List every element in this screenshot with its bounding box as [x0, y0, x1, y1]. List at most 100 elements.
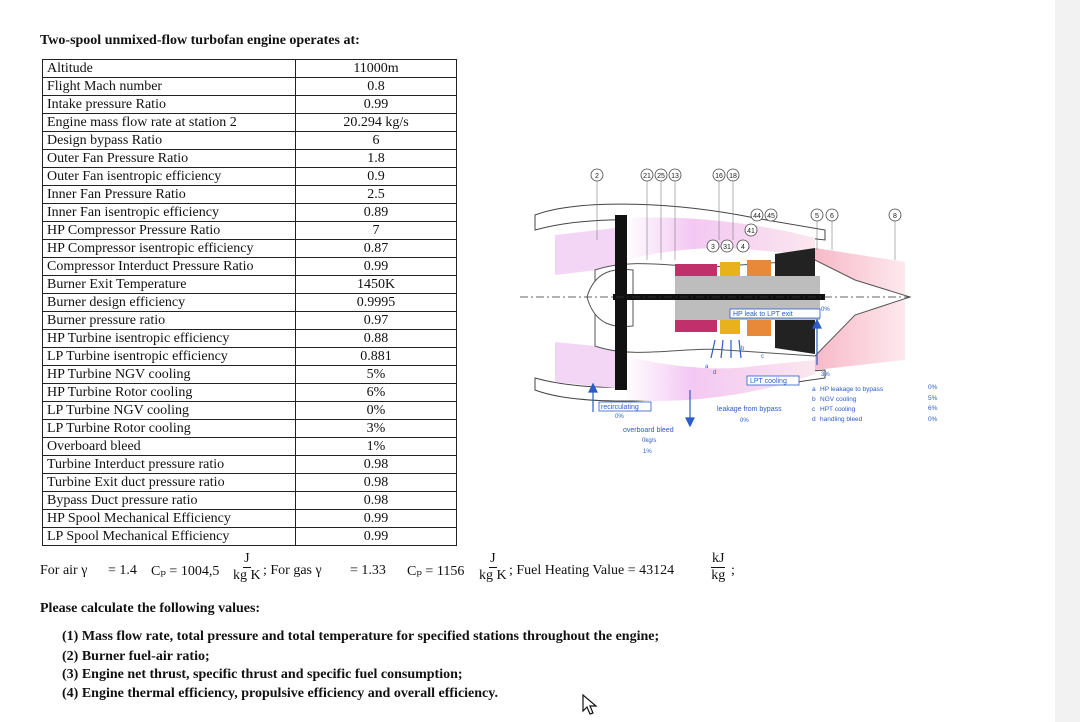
parameter-value: 7	[295, 221, 457, 240]
parameter-label: Outer Fan isentropic efficiency	[42, 167, 296, 186]
legend-c-value: 6%	[928, 405, 938, 412]
parameter-value: 0.98	[295, 473, 457, 492]
parameter-label: Compressor Interduct Pressure Ratio	[42, 257, 296, 276]
parameter-label: Intake pressure Ratio	[42, 95, 296, 114]
parameter-label: HP Turbine Rotor cooling	[42, 383, 296, 402]
station-3-label: 3	[711, 244, 715, 251]
parameter-label: Overboard bleed	[42, 437, 296, 456]
parameter-label: Engine mass flow rate at station 2	[42, 113, 296, 132]
recirculating-percent: 0%	[615, 414, 624, 420]
overboard-bleed-label: overboard bleed	[623, 427, 674, 434]
air-cp-unit-num: J	[243, 551, 251, 568]
station-31-label: 31	[723, 244, 731, 251]
gas-cp-unit-den: kg K	[479, 568, 507, 583]
fan-blade-lower	[615, 300, 627, 390]
fhv-unit: kJ kg	[711, 551, 726, 584]
page-scroll-margin	[1055, 0, 1080, 722]
parameter-label: Flight Mach number	[42, 77, 296, 96]
fhv-unit-den: kg	[711, 568, 726, 583]
parameter-value: 2.5	[295, 185, 457, 204]
station-6-label: 6	[830, 213, 834, 220]
parameter-value: 1.8	[295, 149, 457, 168]
lp-turbine-upper	[775, 248, 815, 276]
question-3: (3) Engine net thrust, specific thrust a…	[62, 667, 463, 682]
hp-leak-label: HP leak to LPT exit	[733, 311, 793, 318]
parameter-label: Burner pressure ratio	[42, 311, 296, 330]
station-2-label: 2	[595, 173, 599, 180]
formula-end: ;	[731, 563, 735, 578]
problem-title: Two-spool unmixed-flow turbofan engine o…	[40, 33, 360, 48]
parameter-label: Burner design efficiency	[42, 293, 296, 312]
station-markers	[590, 168, 902, 253]
bypass-leakage-label: leakage from bypass	[717, 406, 782, 413]
station-8-label: 8	[893, 213, 897, 220]
station-16-label: 16	[715, 173, 723, 180]
gas-properties-line: For air γ = 1.4 Cₚ = 1004,5 J kg K ; For…	[40, 548, 760, 592]
parameter-value: 3%	[295, 419, 457, 438]
station-18-label: 18	[729, 173, 737, 180]
parameter-label: HP Spool Mechanical Efficiency	[42, 509, 296, 528]
station-labels: 2 21 25 13 16 18 44 45 41 3 31 4 5 6 8	[595, 173, 897, 251]
station-25-label: 25	[657, 173, 665, 180]
recirculating-label: recirculating	[601, 404, 639, 411]
station-4-marker	[736, 239, 750, 253]
hp-leak-box	[729, 308, 821, 319]
lpt-cooling-percent: 3%	[821, 372, 830, 378]
air-cp-unit-den: kg K	[233, 568, 261, 583]
parameter-label: LP Turbine NGV cooling	[42, 401, 296, 420]
parameter-value: 0.87	[295, 239, 457, 258]
parameter-label: Outer Fan Pressure Ratio	[42, 149, 296, 168]
station-13-label: 13	[671, 173, 679, 180]
parameter-value: 1%	[295, 437, 457, 456]
parameter-value: 0.99	[295, 257, 457, 276]
legend-c-key: c	[812, 406, 816, 413]
hp-turbine-upper	[747, 260, 771, 276]
lpt-cooling-box	[746, 375, 800, 386]
legend-b-label: NGV cooling	[820, 396, 857, 403]
station-41-marker	[744, 223, 758, 237]
parameter-value: 11000m	[295, 59, 457, 78]
mouse-pointer-icon	[582, 694, 598, 715]
parameter-value: 5%	[295, 365, 457, 384]
lp-compressor-upper	[675, 264, 717, 276]
bleed-letter-c: c	[761, 354, 764, 360]
bleed-letters: a b c d	[705, 346, 764, 376]
bleed-flow-arrows	[588, 318, 822, 428]
hp-leak-percent: 0%	[821, 307, 830, 313]
inlet-lower	[555, 342, 615, 388]
bypass-duct-upper	[625, 217, 815, 260]
air-cp-value: Cₚ = 1004,5	[151, 564, 220, 579]
parameter-label: Bypass Duct pressure ratio	[42, 491, 296, 510]
gas-cp-unit: J kg K	[479, 551, 507, 584]
hp-turbine-lower	[747, 320, 771, 336]
parameter-label: Turbine Exit duct pressure ratio	[42, 473, 296, 492]
legend-a-value: 0%	[928, 384, 938, 391]
lp-compressor-lower	[675, 320, 717, 332]
overboard-bleed-percent: 1%	[643, 449, 652, 455]
station-31-marker	[720, 239, 734, 253]
station-leader-lines	[596, 181, 896, 260]
lp-turbine-lower	[775, 320, 815, 354]
legend-d-key: d	[812, 416, 816, 423]
station-45-label: 45	[767, 213, 775, 220]
recirculating-box	[598, 401, 652, 412]
parameter-value: 0.99	[295, 509, 457, 528]
station-3-marker	[706, 239, 720, 253]
instructions-heading: Please calculate the following values:	[40, 601, 261, 616]
parameter-value: 0.88	[295, 329, 457, 348]
